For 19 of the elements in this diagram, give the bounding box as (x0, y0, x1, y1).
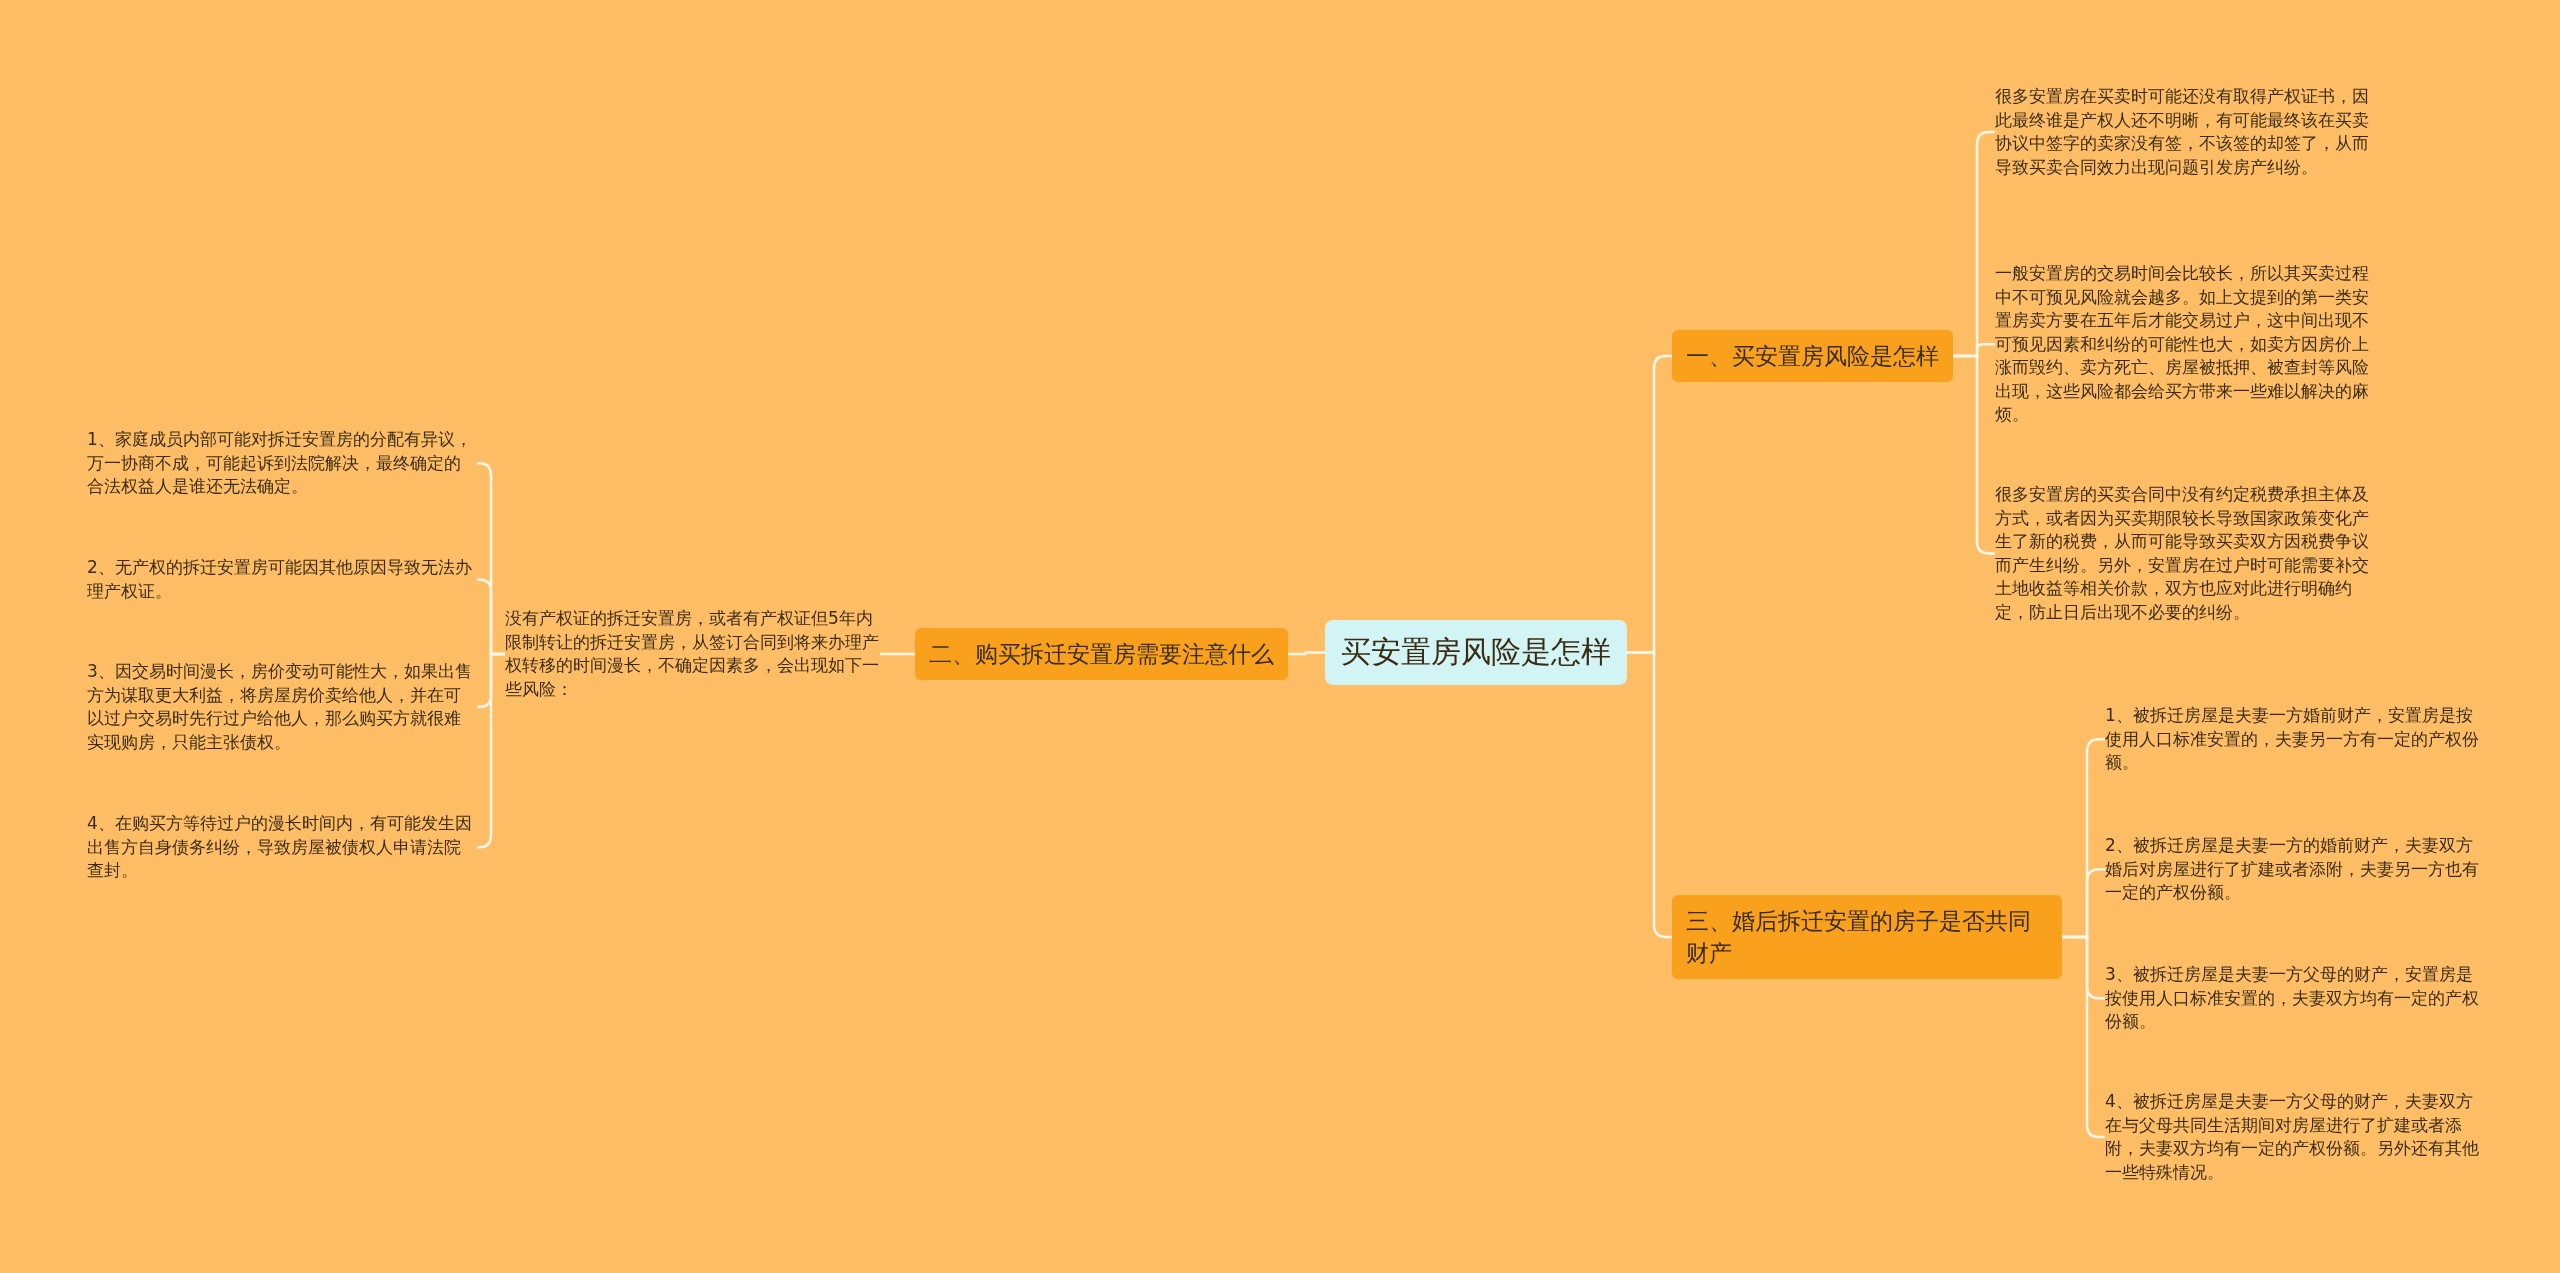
note-text: 3、因交易时间漫长，房价变动可能性大，如果出售方为谋取更大利益，将房屋房价卖给他人，并在可以过户交易时先行过户给他人，那么购买方就很难实现购房，只能主张债权。 (87, 660, 477, 754)
note-text: 4、被拆迁房屋是夫妻一方父母的财产，夫妻双方在与父母共同生活期间对房屋进行了扩建或者添附，夫妻双方均有一定的产权份额。另外还有其他一些特殊情况。 (2105, 1090, 2485, 1184)
note-text: 一般安置房的交易时间会比较长，所以其买卖过程中不可预见风险就会越多。如上文提到的第一类安置房卖方要在五年后才能交易过户，这中间出现不可预见因素和纠纷的可能性也大，如卖方因房价上涨而毁约、卖方死亡、房屋被抵押、被查封等风险出现，这些风险都会给买方带来一些难以解决的麻烦。 (1995, 262, 2375, 427)
note-text: 1、被拆迁房屋是夫妻一方婚前财产，安置房是按使用人口标准安置的，夫妻另一方有一定的产权份额。 (2105, 704, 2485, 775)
note-text: 很多安置房在买卖时可能还没有取得产权证书，因此最终谁是产权人还不明晰，有可能最终该在买卖协议中签字的卖家没有签，不该签的却签了，从而导致买卖合同效力出现问题引发房产纠纷。 (1995, 85, 2375, 179)
connector-line (880, 652, 915, 656)
note-text: 2、无产权的拆迁安置房可能因其他原因导致无法办理产权证。 (87, 556, 477, 603)
note-text: 很多安置房的买卖合同中没有约定税费承担主体及方式，或者因为买卖期限较长导致国家政策变化产生了新的税费，从而可能导致买卖双方因税费争议而产生纠纷。另外，安置房在过户时可能需要补交土地收益等相关价款，双方也应对此进行明确约定，防止日后出现不必要的纠纷。 (1995, 483, 2375, 624)
note-text: 3、被拆迁房屋是夫妻一方父母的财产，安置房是按使用人口标准安置的，夫妻双方均有一定的产权份额。 (2105, 963, 2485, 1034)
connector-line (1288, 651, 1325, 656)
connector-line (477, 652, 505, 849)
note-text: 2、被拆迁房屋是夫妻一方的婚前财产，夫妻双方婚后对房屋进行了扩建或者添附，夫妻另一方也有一定的产权份额。 (2105, 834, 2485, 905)
note-text: 4、在购买方等待过户的漫长时间内，有可能发生因出售方自身债务纠纷，导致房屋被债权人申请法院查封。 (87, 812, 477, 883)
note-text: 没有产权证的拆迁安置房，或者有产权证但5年内限制转让的拆迁安置房，从签订合同到将来办理产权转移的时间漫长，不确定因素多，会出现如下一些风险： (505, 607, 880, 701)
topic-box: 一、买安置房风险是怎样 (1672, 330, 1953, 382)
central-topic-box: 买安置房风险是怎样 (1325, 620, 1627, 685)
topic-box: 二、购买拆迁安置房需要注意什么 (915, 628, 1288, 680)
topic-box: 三、婚后拆迁安置的房子是否共同财产 (1672, 895, 2062, 979)
note-text: 1、家庭成员内部可能对拆迁安置房的分配有异议，万一协商不成，可能起诉到法院解决，最终确定的合法权益人是谁还无法确定。 (87, 428, 477, 499)
